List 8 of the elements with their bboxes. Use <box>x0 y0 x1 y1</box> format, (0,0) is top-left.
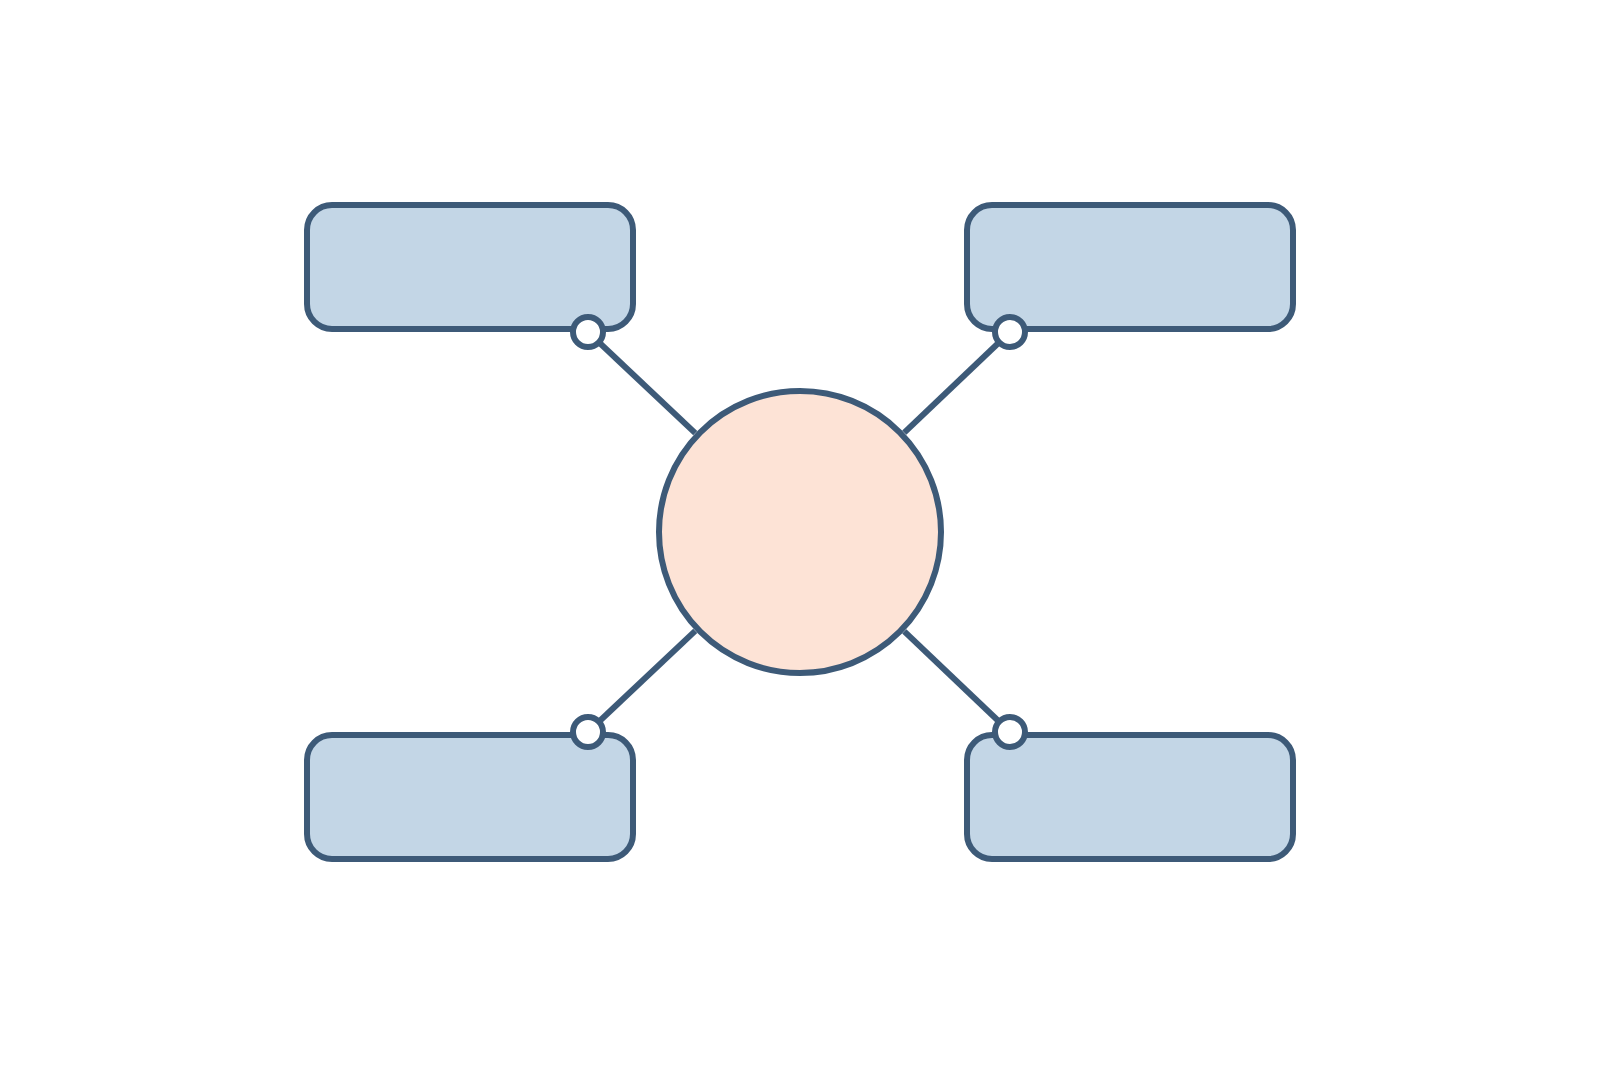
rounded-box <box>304 732 636 862</box>
connector-line <box>570 314 698 436</box>
connector-line <box>902 314 1028 435</box>
rounded-box <box>964 202 1296 332</box>
connector-line <box>902 629 1028 750</box>
rounded-box <box>964 732 1296 862</box>
connector-line <box>570 628 698 750</box>
rounded-box <box>304 202 636 332</box>
